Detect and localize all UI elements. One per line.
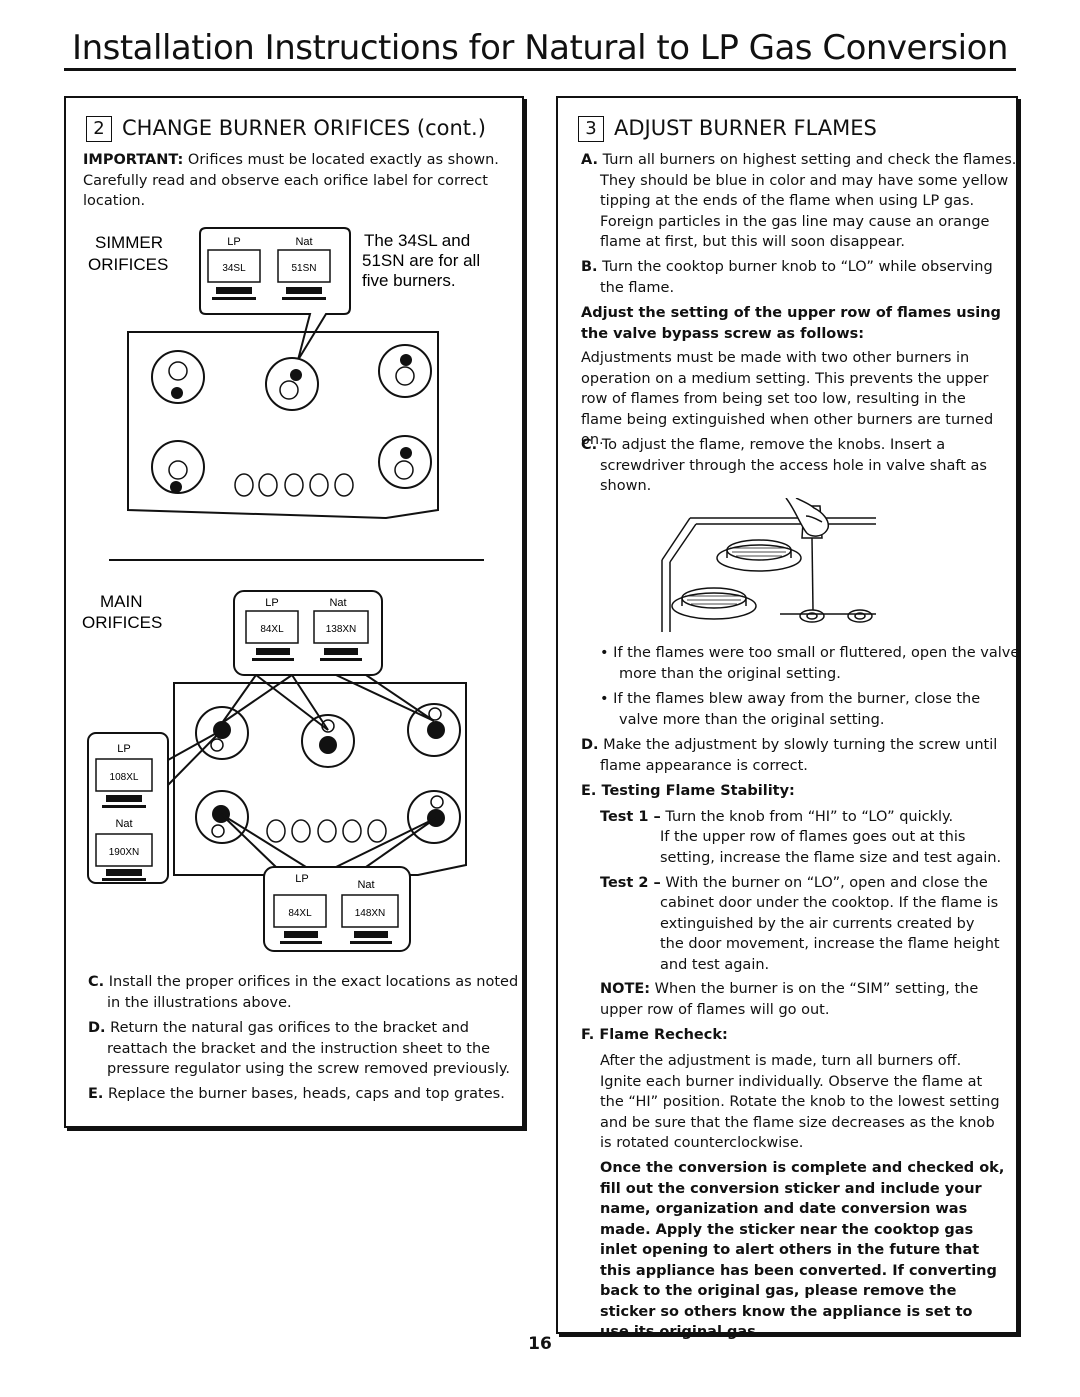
bullet-1-text: If the flames were too small or fluttere… <box>613 645 1020 682</box>
left-step-d: D. Return the natural gas orifices to th… <box>88 1018 521 1080</box>
step-number-box: 3 <box>578 116 604 142</box>
bullet-1: • If the flames were too small or flutte… <box>600 645 1020 682</box>
right-heading-text: ADJUST BURNER FLAMES <box>614 116 877 140</box>
right-step-a-letter: A. <box>581 152 598 168</box>
simmer-label-2: ORIFICES <box>88 255 168 274</box>
main-side-nat-code: 190XN <box>109 847 140 858</box>
main-bottom-nat: Nat <box>357 879 374 891</box>
main-label-2: ORIFICES <box>82 613 162 632</box>
main-bottom-lp-code: 84XL <box>288 908 312 919</box>
sim-note-label: NOTE: <box>600 981 651 997</box>
page-title: Installation Instructions for Natural to… <box>72 28 1008 68</box>
right-step-a: A. Turn all burners on highest setting a… <box>581 150 1020 253</box>
left-step-d-text: Return the natural gas orifices to the b… <box>107 1020 510 1077</box>
right-step-e-letter: E. <box>581 783 597 799</box>
left-section-heading: 2 CHANGE BURNER ORIFICES (cont.) <box>86 116 486 142</box>
test-1-line: Turn the knob from “HI” to “LO” quickly. <box>665 809 954 825</box>
test-2-line: With the burner on “LO”, open and close … <box>665 875 988 891</box>
title-rule <box>64 68 1016 71</box>
sim-note-text: When the burner is on the “SIM” setting,… <box>600 981 979 1018</box>
page-number: 16 <box>528 1334 552 1354</box>
test-1: Test 1 – Turn the knob from “HI” to “LO”… <box>600 807 1010 828</box>
recheck-paragraph: After the adjustment is made, turn all b… <box>600 1053 1000 1151</box>
step-number-box: 2 <box>86 116 112 142</box>
main-label-1: MAIN <box>100 592 143 611</box>
right-step-c-letter: C. <box>581 437 598 453</box>
main-top-nat: Nat <box>329 597 346 609</box>
right-step-d: D. Make the adjustment by slowly turning… <box>581 735 1020 776</box>
final-note: Once the conversion is complete and chec… <box>600 1160 1005 1340</box>
adjust-paragraph: Adjustments must be made with two other … <box>581 350 994 448</box>
left-step-e: E. Replace the burner bases, heads, caps… <box>88 1084 521 1105</box>
main-top-lp: LP <box>265 597 278 609</box>
test-2-label: Test 2 – <box>600 875 661 891</box>
test-1-rest: If the upper row of flames goes out at t… <box>660 829 1002 866</box>
simmer-lp-code: 34SL <box>222 263 246 274</box>
right-step-e: E. Testing Flame Stability: <box>581 781 1001 802</box>
simmer-nat-code: 51SN <box>291 263 316 274</box>
right-step-d-text: Make the adjustment by slowly turning th… <box>600 737 998 774</box>
main-bottom-nat-code: 148XN <box>355 908 386 919</box>
left-step-e-text: Replace the burner bases, heads, caps an… <box>108 1086 505 1102</box>
main-side-lp: LP <box>117 743 130 755</box>
left-heading-text: CHANGE BURNER ORIFICES (cont.) <box>122 116 486 140</box>
sim-note: NOTE: When the burner is on the “SIM” se… <box>600 979 1004 1020</box>
main-bottom-lp: LP <box>295 873 308 885</box>
main-side-lp-code: 108XL <box>110 772 139 783</box>
right-step-f-heading: Flame Recheck: <box>599 1027 728 1043</box>
simmer-note-3: five burners. <box>362 271 456 290</box>
important-text: Orifices must be located exactly as show… <box>83 152 499 209</box>
right-step-e-heading: Testing Flame Stability: <box>601 783 795 799</box>
simmer-note-1: The 34SL and <box>364 231 470 250</box>
right-step-b-text: Turn the cooktop burner knob to “LO” whi… <box>600 259 993 296</box>
simmer-note-2: 51SN are for all <box>362 251 480 270</box>
important-label: IMPORTANT: <box>83 152 184 168</box>
right-step-f: F. Flame Recheck: <box>581 1025 1001 1046</box>
screwdriver-illustration <box>661 498 876 632</box>
simmer-lp-label: LP <box>227 236 240 248</box>
bullet-2-text: If the flames blew away from the burner,… <box>613 691 981 728</box>
left-step-c-text: Install the proper orifices in the exact… <box>107 974 519 1011</box>
test-1-label: Test 1 – <box>600 809 661 825</box>
right-step-d-letter: D. <box>581 737 599 753</box>
right-step-b: B. Turn the cooktop burner knob to “LO” … <box>581 257 1020 298</box>
bullet-2: • If the flames blew away from the burne… <box>600 691 981 728</box>
change-orifices-panel <box>64 96 524 1128</box>
left-step-d-letter: D. <box>88 1020 106 1036</box>
right-step-c-text: To adjust the flame, remove the knobs. I… <box>600 437 987 494</box>
simmer-orifices-diagram: SIMMER ORIFICES LP Nat 34SL 51SN The 34S… <box>88 227 484 561</box>
left-step-c-letter: C. <box>88 974 105 990</box>
main-side-nat: Nat <box>115 818 132 830</box>
adjust-flames-panel <box>556 96 1018 1334</box>
left-step-e-letter: E. <box>88 1086 104 1102</box>
test-2: Test 2 – With the burner on “LO”, open a… <box>600 873 1010 894</box>
left-step-c: C. Install the proper orifices in the ex… <box>88 972 521 1013</box>
right-step-c: C. To adjust the flame, remove the knobs… <box>581 435 1020 497</box>
main-top-lp-code: 84XL <box>260 624 284 635</box>
right-step-b-letter: B. <box>581 259 598 275</box>
main-orifices-diagram: MAIN ORIFICES LP Nat 84XL 138XN LP 108XL… <box>82 590 467 952</box>
right-section-heading: 3 ADJUST BURNER FLAMES <box>578 116 877 142</box>
main-top-nat-code: 138XN <box>326 624 357 635</box>
simmer-nat-label: Nat <box>295 236 312 248</box>
test-2-rest: cabinet door under the cooktop. If the f… <box>660 895 1000 973</box>
adjust-heading: Adjust the setting of the upper row of f… <box>581 305 1001 342</box>
right-step-f-letter: F. <box>581 1027 595 1043</box>
simmer-label-1: SIMMER <box>95 233 163 252</box>
right-step-a-text: Turn all burners on highest setting and … <box>600 152 1017 250</box>
important-paragraph: IMPORTANT: Orifices must be located exac… <box>83 150 503 212</box>
